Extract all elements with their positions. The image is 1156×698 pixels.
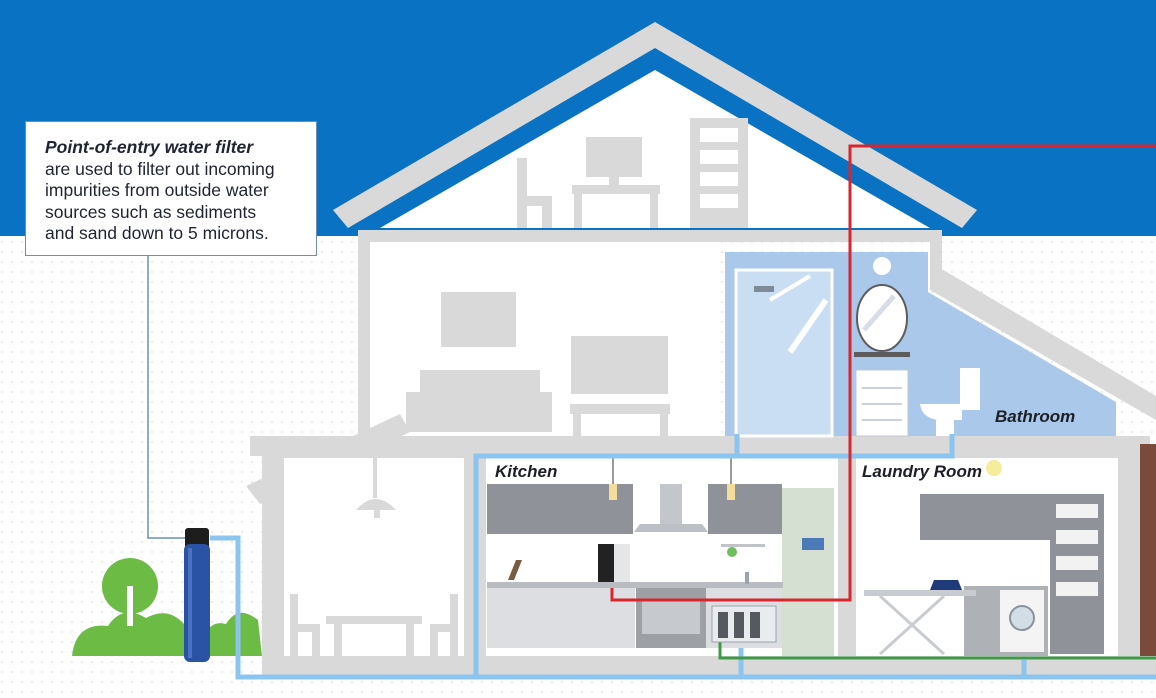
hot-water-pipe [610, 144, 1156, 602]
room-label-laundry: Laundry Room [862, 462, 982, 481]
room-label-kitchen: Kitchen [495, 462, 558, 481]
bathroom [725, 252, 1116, 438]
callout-line-1: are used to filter out incoming [45, 158, 275, 179]
callout-line-2: impurities from outside water [45, 180, 269, 200]
living-room-furniture [406, 292, 670, 436]
room-label-bathroom: Bathroom [995, 407, 1076, 426]
kitchen [487, 458, 834, 656]
laundry-room [864, 460, 1104, 656]
callout-connector-line [147, 256, 185, 539]
callout-line-3: sources such as sediments [45, 201, 257, 222]
under-sink-filter-unit [711, 605, 777, 643]
callout-title: Point-of-entry water filter [45, 137, 254, 157]
dining-room-furniture [290, 458, 458, 656]
cold-water-pipes [210, 434, 1156, 680]
callout-line-4: and sand down to 5 microns. [45, 223, 269, 243]
attic-furniture [517, 118, 748, 228]
water-filter-tank-icon [184, 528, 210, 662]
point-of-entry-callout: Point-of-entry water filter are used to … [25, 121, 317, 256]
tree-icon [72, 558, 262, 656]
